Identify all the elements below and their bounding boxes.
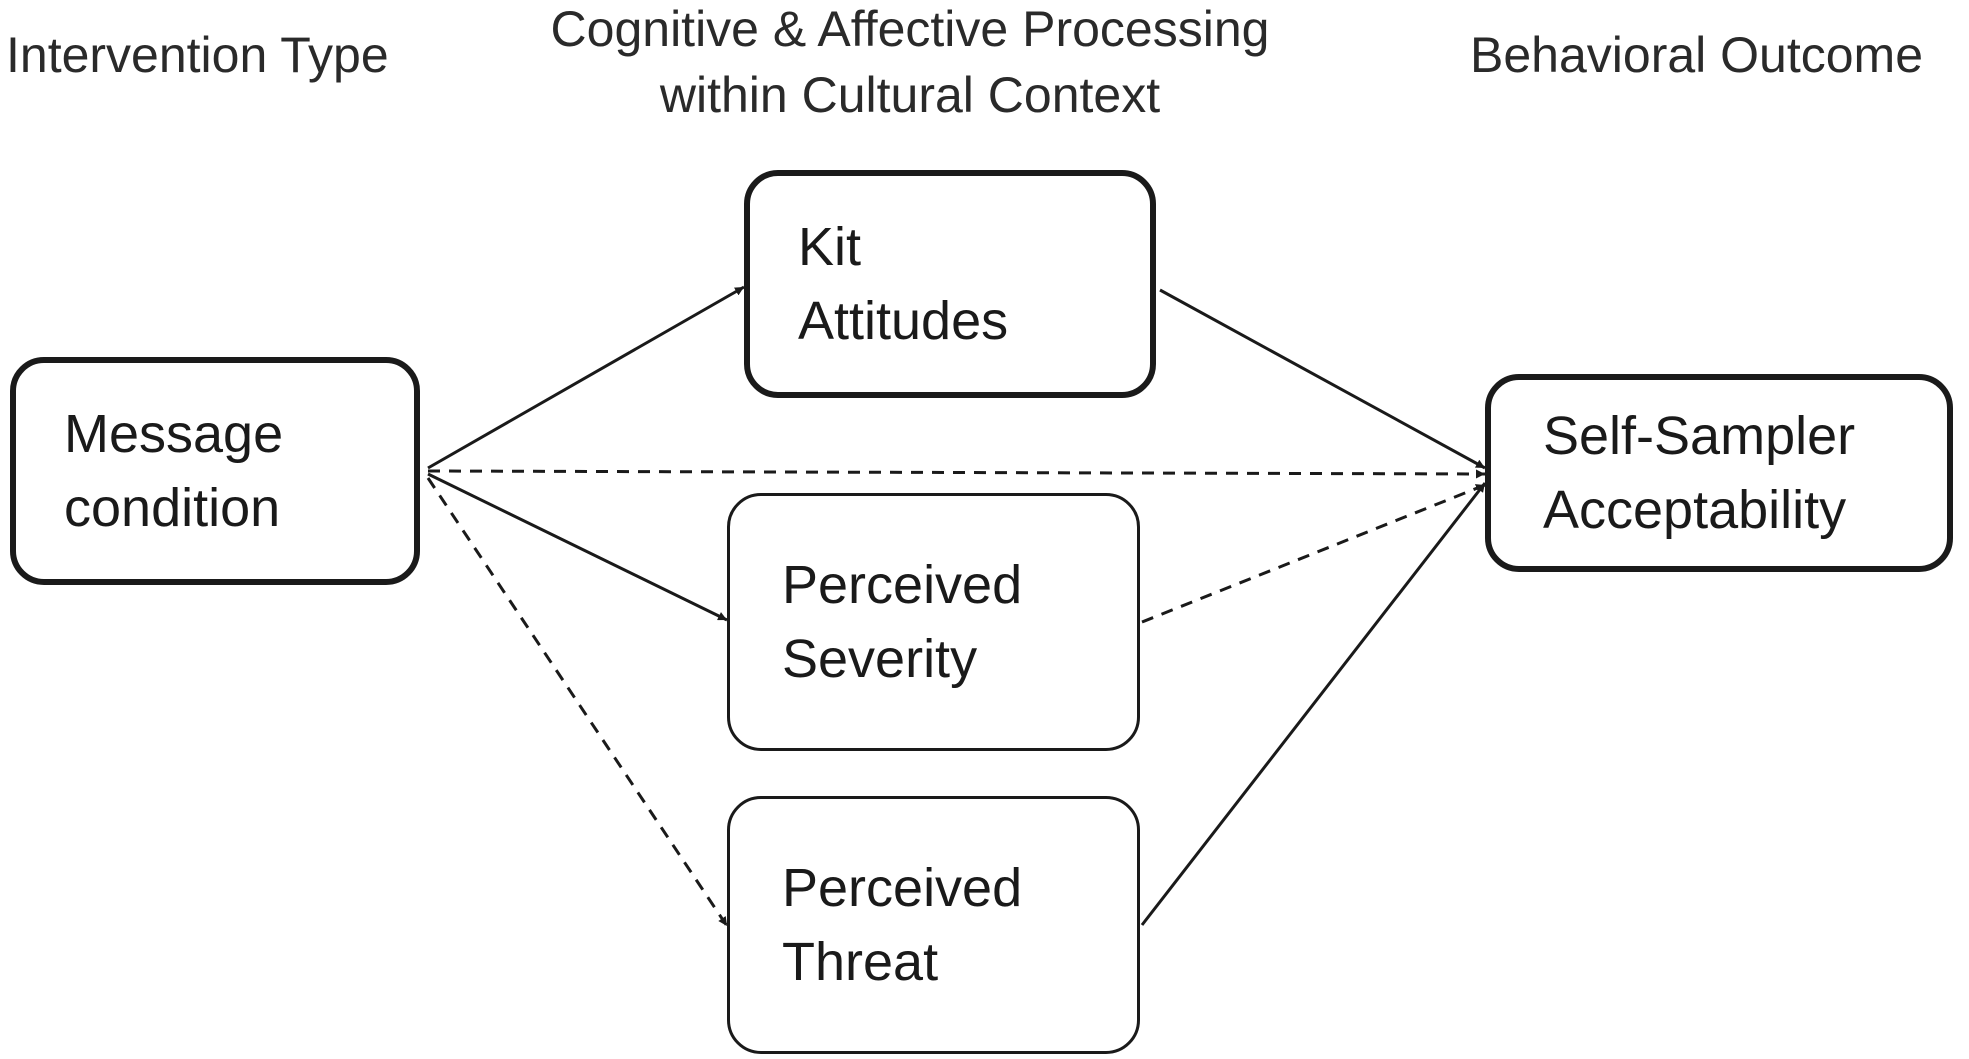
node-severity-line2: Severity [782, 629, 978, 689]
node-acceptability-line2: Acceptability [1543, 480, 1847, 540]
edge-message-to-severity [427, 472, 728, 622]
header-processing: Cognitive & Affective Processing within … [500, 0, 1320, 128]
edge-message-to-threat [426, 477, 729, 927]
node-kit-line2: Attitudes [798, 291, 1009, 351]
node-self-sampler-acceptability: Self-Sampler Acceptability [1485, 374, 1953, 572]
node-perceived-severity: Perceived Severity [727, 493, 1140, 751]
node-kit-attitudes: Kit Attitudes [744, 170, 1156, 398]
edge-message-to-kit [427, 285, 745, 470]
node-message-condition: Message condition [10, 357, 420, 585]
node-threat-line2: Threat [782, 932, 939, 992]
edge-group [426, 285, 1487, 927]
node-acceptability-line1: Self-Sampler [1543, 406, 1856, 466]
edge-severity-to-acceptability [1141, 483, 1486, 624]
header-processing-line2: within Cultural Context [659, 67, 1161, 123]
node-kit-line1: Kit [798, 217, 862, 277]
node-severity-line1: Perceived [782, 555, 1023, 615]
node-perceived-threat: Perceived Threat [727, 796, 1140, 1054]
node-threat-line1: Perceived [782, 858, 1023, 918]
edge-message-to-acceptability [427, 469, 1486, 479]
edge-kit-to-acceptability [1159, 288, 1486, 470]
header-intervention-type: Intervention Type [6, 27, 389, 83]
node-message-line1: Message [64, 404, 284, 464]
header-behavioral-outcome: Behavioral Outcome [1470, 27, 1924, 83]
edge-threat-to-acceptability [1140, 482, 1487, 926]
header-processing-line1: Cognitive & Affective Processing [550, 1, 1270, 57]
node-message-line2: condition [64, 478, 281, 538]
